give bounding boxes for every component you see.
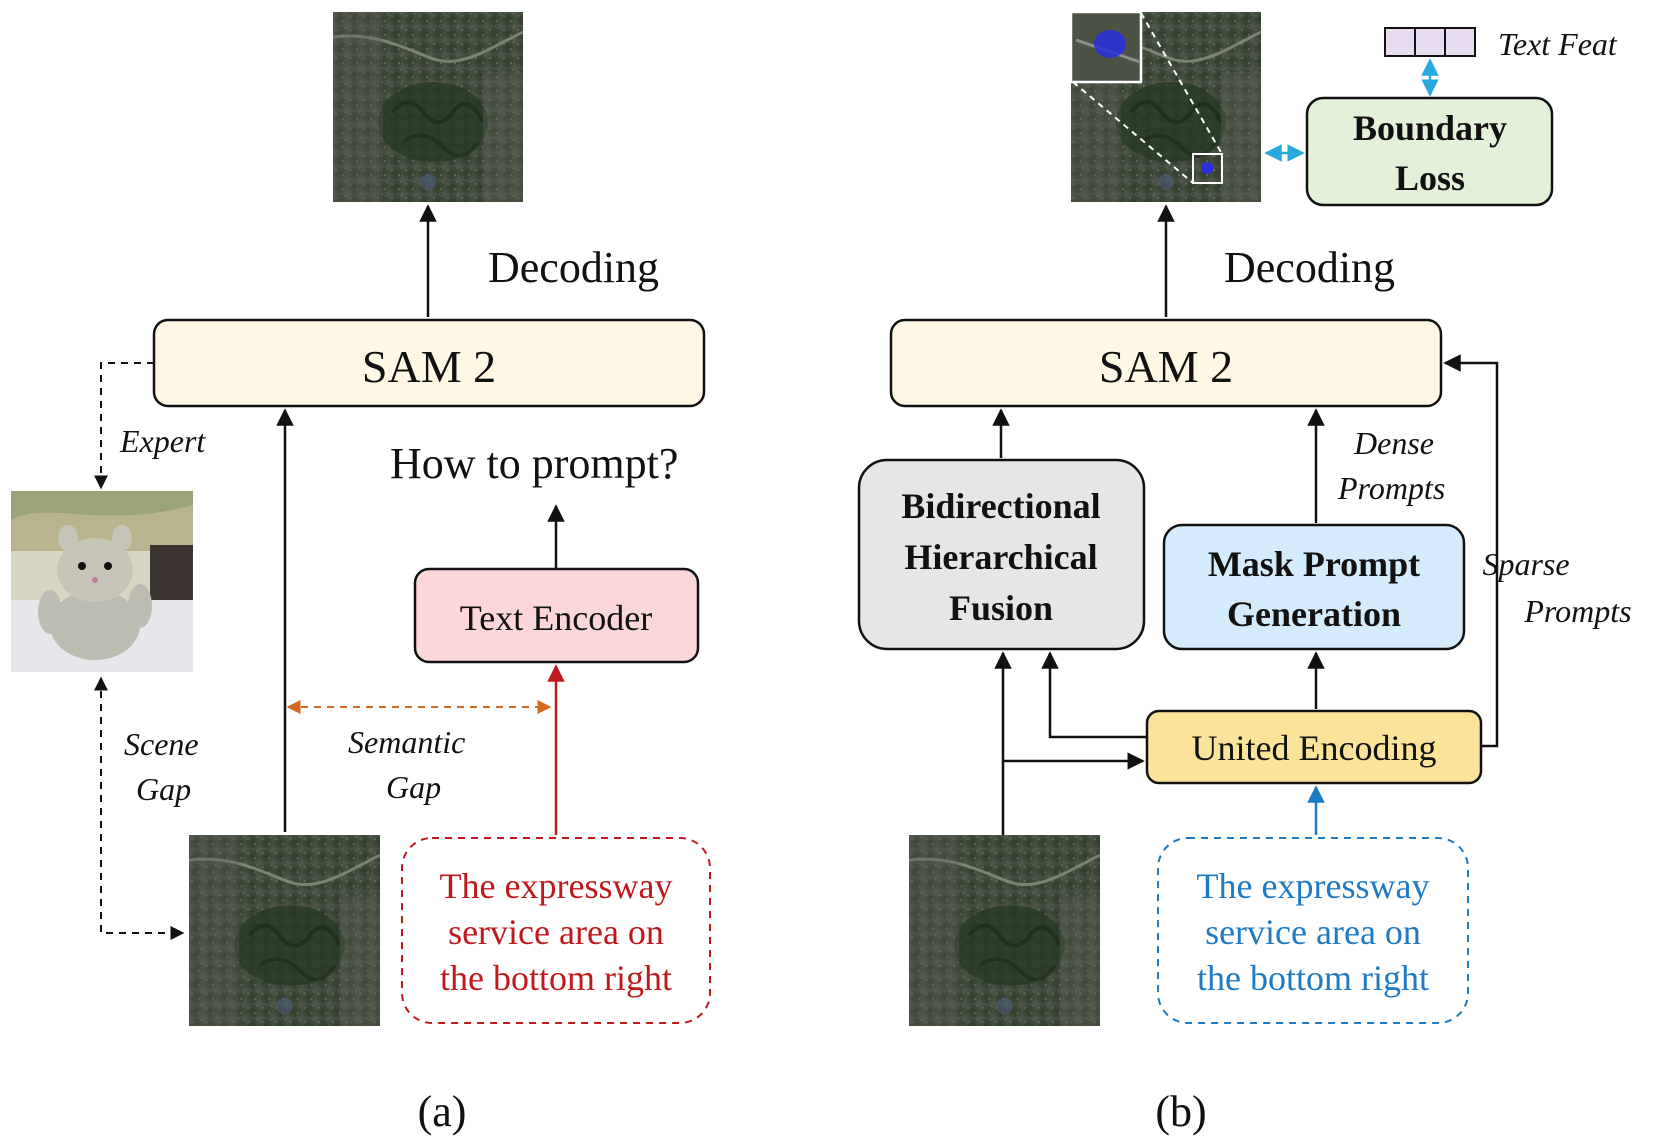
satellite-image [909,835,1100,1026]
expert-label: Expert [119,423,206,459]
sam2-box-b [889,318,1443,408]
sparse-prompts-label-2: Prompts [1523,593,1631,629]
decoding-label-b: Decoding [1224,243,1395,292]
segmentation-result-image [1069,10,1261,202]
scene-gap-label-2: Gap [136,771,191,807]
query-text-line-1: The expressway [440,866,673,906]
panel-b: Text Feat Boundary Loss Decoding SAM 2 D… [857,10,1632,1136]
mpg-label-2: Generation [1227,594,1401,634]
sparse-prompts-label-1: Sparse [1482,546,1569,582]
bidirectional-hierarchical-fusion-box [857,458,1146,651]
fusion-label-2: Hierarchical [904,537,1097,577]
query-text-line-3: the bottom right [440,958,672,998]
scene-gap-label-1: Scene [124,726,199,762]
mpg-label-1: Mask Prompt [1208,544,1420,584]
fusion-label-1: Bidirectional [901,486,1100,526]
mask-prompt-generation-box [1162,523,1466,651]
satellite-image [189,835,380,1026]
text-encoder-box [413,567,700,664]
boundary-loss-label-2: Loss [1395,158,1465,198]
united-encoding-label: United Encoding [1192,728,1437,768]
dense-prompts-label-2: Prompts [1337,470,1445,506]
sam2-label: SAM 2 [362,341,496,392]
expert-arrow [94,362,154,490]
dense-prompts-label-1: Dense [1353,425,1434,461]
text-encoder-label: Text Encoder [460,598,652,638]
decoding-label: Decoding [488,243,659,292]
query-text-b-line-1: The expressway [1197,866,1430,906]
sam2-label-b: SAM 2 [1099,341,1233,392]
query-box-blue [1157,837,1469,1024]
satellite-image [333,12,523,202]
panel-a: Decoding SAM 2 Expert Scene Gap [11,12,711,1136]
united-encoding-box [1145,709,1483,785]
text-feat-label: Text Feat [1498,26,1618,62]
caption-b: (b) [1155,1087,1206,1136]
caption-a: (a) [418,1087,467,1136]
fusion-label-3: Fusion [949,588,1053,628]
scene-gap-arrow [94,676,185,940]
query-text-b-line-2: service area on [1205,912,1421,952]
boundary-loss-box [1305,96,1554,207]
how-to-prompt-label: How to prompt? [390,439,678,488]
semantic-gap-label-2: Gap [386,769,441,805]
query-box-red [401,837,711,1024]
boundary-loss-label-1: Boundary [1353,108,1507,148]
text-feat-vector [1384,27,1476,57]
sparse-prompt-arrow [1443,354,1499,748]
teddy-bear-photo [11,491,193,672]
query-text-b-line-3: the bottom right [1197,958,1429,998]
query-text-line-2: service area on [448,912,664,952]
semantic-gap-label-1: Semantic [348,724,465,760]
united-to-fusion-arrow [1041,651,1147,739]
